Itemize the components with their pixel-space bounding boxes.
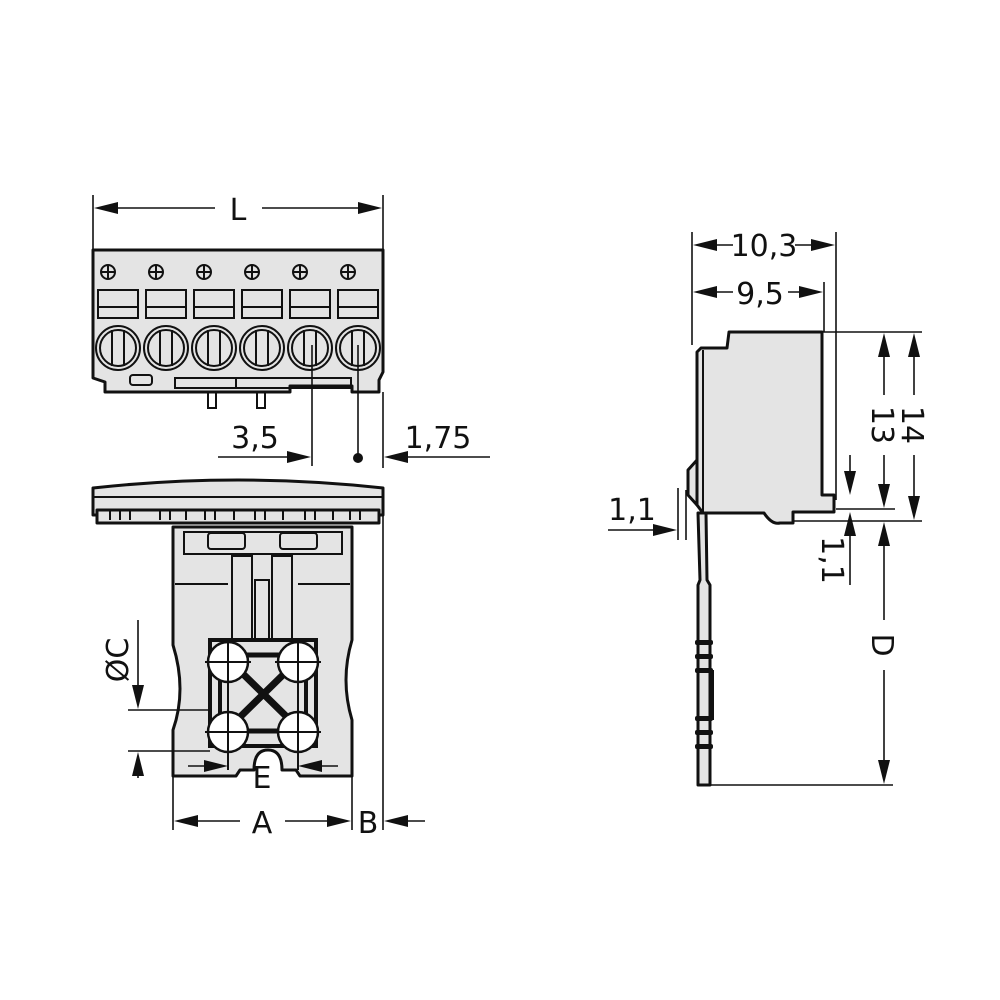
label-diameter-C: ØC bbox=[101, 638, 136, 683]
pole-3 bbox=[191, 264, 237, 371]
front-view: L bbox=[91, 193, 490, 468]
side-view: 10,3 9,5 bbox=[608, 229, 929, 787]
dimension-D: D bbox=[706, 522, 899, 786]
dimension-1-1-right: 1,1 bbox=[814, 455, 856, 585]
label-E: E bbox=[253, 761, 272, 796]
peg-2 bbox=[256, 391, 266, 409]
contact-holes bbox=[205, 640, 321, 770]
label-D: D bbox=[864, 633, 899, 656]
label-height-14: 14 bbox=[894, 406, 929, 444]
label-width-9-5: 9,5 bbox=[736, 277, 784, 312]
label-L: L bbox=[230, 193, 247, 228]
pole-5 bbox=[287, 264, 333, 371]
comb-strip bbox=[95, 508, 381, 525]
label-width-10-3: 10,3 bbox=[731, 229, 798, 264]
dimension-1-1-left: 1,1 bbox=[608, 488, 687, 540]
connector-housing-side bbox=[695, 330, 836, 525]
label-B: B bbox=[358, 806, 379, 841]
dimension-L: L bbox=[92, 193, 384, 250]
dimension-9-5: 9,5 bbox=[693, 277, 825, 332]
bottom-rail bbox=[174, 377, 352, 389]
pole-4 bbox=[239, 264, 285, 371]
dimension-10-3: 10,3 bbox=[691, 229, 837, 500]
dimension-13-14: 13 14 bbox=[793, 331, 929, 522]
label-A: A bbox=[252, 806, 273, 841]
dimension-A-B: A B bbox=[172, 515, 425, 841]
poles bbox=[95, 264, 381, 371]
bottom-view: ØC E A B bbox=[91, 478, 425, 841]
latch-slot bbox=[129, 374, 153, 386]
label-step-1-1-left: 1,1 bbox=[608, 493, 656, 528]
peg-1 bbox=[207, 391, 217, 409]
pole-1 bbox=[95, 264, 141, 371]
latch-hook bbox=[686, 458, 699, 507]
label-pitch: 3,5 bbox=[231, 421, 279, 456]
latch-window-right bbox=[279, 532, 318, 550]
latch-window-left bbox=[207, 532, 246, 550]
dimension-diameter-C: ØC bbox=[101, 620, 210, 778]
pole-2 bbox=[143, 264, 189, 371]
label-offset: 1,75 bbox=[405, 421, 472, 456]
pin-ridges bbox=[695, 640, 714, 749]
label-step-1-1-right: 1,1 bbox=[814, 536, 849, 584]
label-height-13: 13 bbox=[864, 406, 899, 444]
connector-housing-front bbox=[91, 248, 385, 394]
dimension-pitch: 3,5 1,75 bbox=[218, 345, 490, 468]
dimension-E: E bbox=[188, 760, 338, 796]
